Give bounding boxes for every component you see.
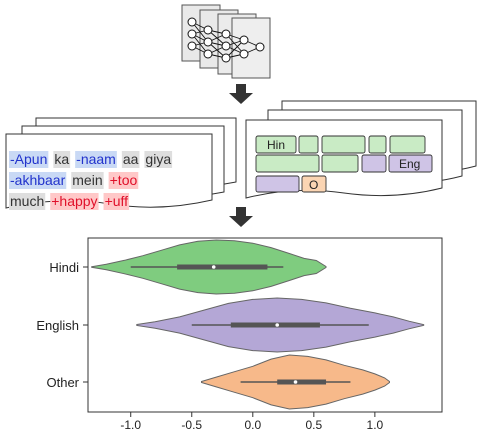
y-tick-label: English: [36, 318, 79, 333]
token-text: +uff: [105, 193, 129, 209]
token-highlight: [9, 151, 49, 168]
y-tick-label: Other: [46, 375, 79, 390]
tag-box-hin: [255, 154, 320, 173]
token-highlight: [75, 151, 117, 168]
tag-box-hin: [321, 154, 359, 173]
token-highlight: [121, 151, 140, 168]
token-highlight: [53, 151, 71, 168]
token-highlight: [50, 193, 99, 210]
neural-network-icon: [181, 4, 271, 79]
x-tick-label: -0.5: [181, 418, 202, 430]
token-text: +happy: [51, 193, 97, 209]
tag-sequence-card: Hin Eng O: [245, 100, 477, 199]
token-text: -naam: [76, 151, 116, 167]
token-highlight: [9, 193, 46, 210]
tag-label-other: O: [309, 178, 318, 192]
violin-median: [275, 323, 280, 327]
tag-box-eng: [255, 175, 300, 193]
token-highlight: [9, 172, 67, 189]
x-tick-label: 0.5: [305, 418, 322, 430]
token-text: giya: [145, 151, 171, 167]
token-highlight: [103, 193, 130, 210]
token-text: aa: [123, 151, 139, 167]
token-highlight: [108, 172, 139, 189]
tag-box-hin: [368, 135, 387, 154]
down-arrow-icon: [229, 84, 253, 104]
tag-box-hin: [321, 135, 366, 154]
token-text: -akhbaar: [10, 172, 66, 188]
violin-iqr-box: [277, 379, 327, 385]
token-text: much: [10, 193, 44, 209]
token-text: -Apun: [10, 151, 47, 167]
tag-label-hin: Hin: [267, 138, 285, 152]
tag-box-hin: [255, 135, 297, 154]
tag-box-eng: [388, 154, 433, 173]
x-tick-label: 0.0: [244, 418, 261, 430]
x-tick-label: -1.0: [120, 418, 141, 430]
down-arrow-icon: [229, 207, 253, 227]
token-text: ka: [54, 151, 69, 167]
y-tick-label: Hindi: [49, 260, 79, 275]
violin-iqr-box: [230, 322, 320, 328]
x-tick-label: 1.0: [367, 418, 384, 430]
violin-median: [211, 265, 216, 269]
violin-layer: [91, 239, 425, 410]
tag-label-eng: Eng: [399, 157, 420, 171]
tag-box-hin: [298, 135, 319, 154]
violin-iqr-box: [177, 264, 268, 270]
tag-box-other: [301, 175, 327, 193]
token-text: mein: [72, 172, 102, 188]
token-highlight: [144, 151, 173, 168]
tag-box-eng: [361, 154, 387, 173]
x-axis: -1.0 -0.5 0.0 0.5 1.0: [120, 412, 384, 430]
token-text: +too: [110, 172, 138, 188]
violin-median: [293, 380, 298, 384]
tag-box-hin: [389, 135, 426, 154]
token-highlight: [71, 172, 104, 189]
